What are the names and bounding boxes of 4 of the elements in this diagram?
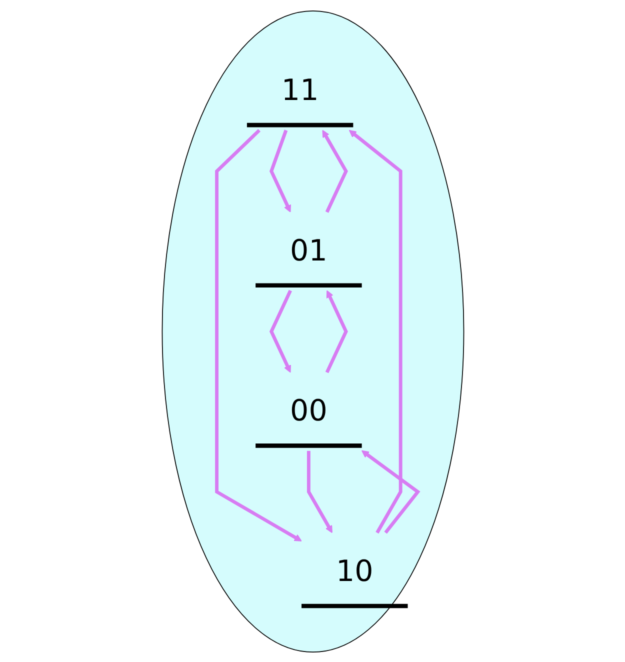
state-level: 01 xyxy=(255,233,362,288)
state-level: 10 xyxy=(301,554,408,608)
state-level: 11 xyxy=(246,72,353,127)
state-level: 00 xyxy=(255,393,362,448)
